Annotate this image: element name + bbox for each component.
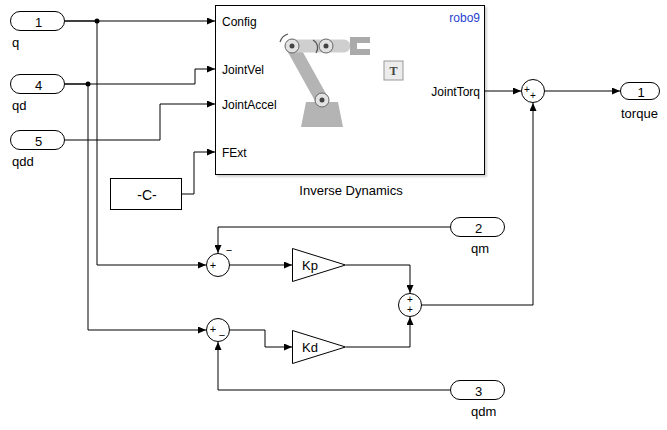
inport-block: 2qm — [450, 217, 505, 237]
block-name: Inverse Dynamics — [299, 184, 402, 197]
sign: + — [407, 295, 413, 305]
inport-block: 3qdm — [450, 380, 505, 400]
robot-link — [292, 46, 322, 100]
port-number: 3 — [475, 385, 482, 398]
gain-block: Kp — [292, 248, 346, 282]
signal-name: qdd — [12, 155, 34, 168]
sum-circle — [522, 80, 545, 103]
signal-line — [65, 84, 206, 330]
sum-block: ++ — [521, 79, 545, 103]
sign: − — [226, 245, 232, 256]
sum-block: ++ — [398, 293, 422, 317]
signal-name: qm — [471, 242, 489, 255]
rotation-arrow — [280, 34, 288, 42]
sum-outline — [206, 253, 230, 277]
port-number: 1 — [35, 16, 42, 29]
signal-line — [65, 69, 215, 84]
inport-block: 5qdd — [10, 130, 65, 150]
sum-circle — [399, 294, 422, 317]
robot-gripper — [350, 37, 370, 55]
robot-icon — [280, 34, 370, 127]
sign: + — [530, 91, 536, 101]
port-label: JointVel — [222, 64, 264, 76]
robot-link — [292, 40, 344, 53]
port-number: 1 — [637, 86, 644, 99]
sign: + — [407, 305, 413, 315]
signal-name: qdm — [471, 405, 496, 418]
port-number: 2 — [475, 222, 482, 235]
signal-line — [65, 104, 215, 140]
gain-triangle — [293, 331, 346, 364]
signal-line — [485, 91, 521, 92]
port-number: 4 — [35, 79, 42, 92]
port-label: JointTorq — [431, 86, 480, 98]
torque-icon-letter: T — [389, 65, 397, 77]
torque-icon-box — [384, 61, 403, 80]
signal-line — [230, 330, 292, 347]
sum-circle — [207, 254, 230, 277]
signal-line — [346, 317, 410, 347]
signal-line — [182, 152, 215, 194]
rotation-arrow — [313, 40, 318, 53]
signal-name: torque — [621, 107, 658, 120]
port-number: 5 — [35, 135, 42, 148]
block-mask-name: robo9 — [449, 12, 480, 24]
sign: − — [219, 330, 225, 341]
gain-outline — [292, 248, 346, 282]
sign: + — [210, 324, 216, 335]
inport-block: 4qd — [10, 74, 65, 94]
sign: + — [524, 85, 530, 95]
robot-joint — [285, 39, 299, 53]
sum-block: +− — [206, 253, 230, 277]
constant-value: -C- — [137, 188, 156, 202]
gain-value: Kd — [302, 341, 318, 354]
port-label: FExt — [222, 147, 247, 159]
robot-joint — [319, 39, 333, 53]
signal-name: qd — [12, 99, 26, 112]
robot-joint — [290, 44, 295, 49]
gain-value: Kp — [302, 259, 318, 272]
gain-triangle — [293, 249, 346, 282]
port-label: Config — [222, 16, 257, 28]
signal-line — [218, 227, 450, 253]
sum-outline — [206, 318, 230, 342]
robot-joint — [324, 44, 329, 49]
signal-name: q — [12, 36, 19, 49]
signal-line — [65, 21, 206, 265]
constant-block: -C- — [110, 178, 182, 210]
sum-circle — [207, 319, 230, 342]
robot-joint — [315, 93, 329, 107]
signal-line — [230, 265, 292, 266]
port-label: JointAccel — [222, 99, 277, 111]
gain-outline — [292, 330, 346, 364]
gain-block: Kd — [292, 330, 346, 364]
signal-line — [346, 265, 410, 293]
robot-joint — [320, 98, 325, 103]
signal-line — [422, 103, 533, 305]
inport-block: 1q — [10, 11, 65, 31]
signal-line — [545, 91, 620, 92]
outport-block: 1torque — [620, 82, 660, 100]
inverse-dynamics-block: robo9 ConfigJointVelJointAccelFExt JointTo… — [215, 5, 485, 175]
sum-block: +− — [206, 318, 230, 342]
sign: + — [210, 260, 216, 271]
